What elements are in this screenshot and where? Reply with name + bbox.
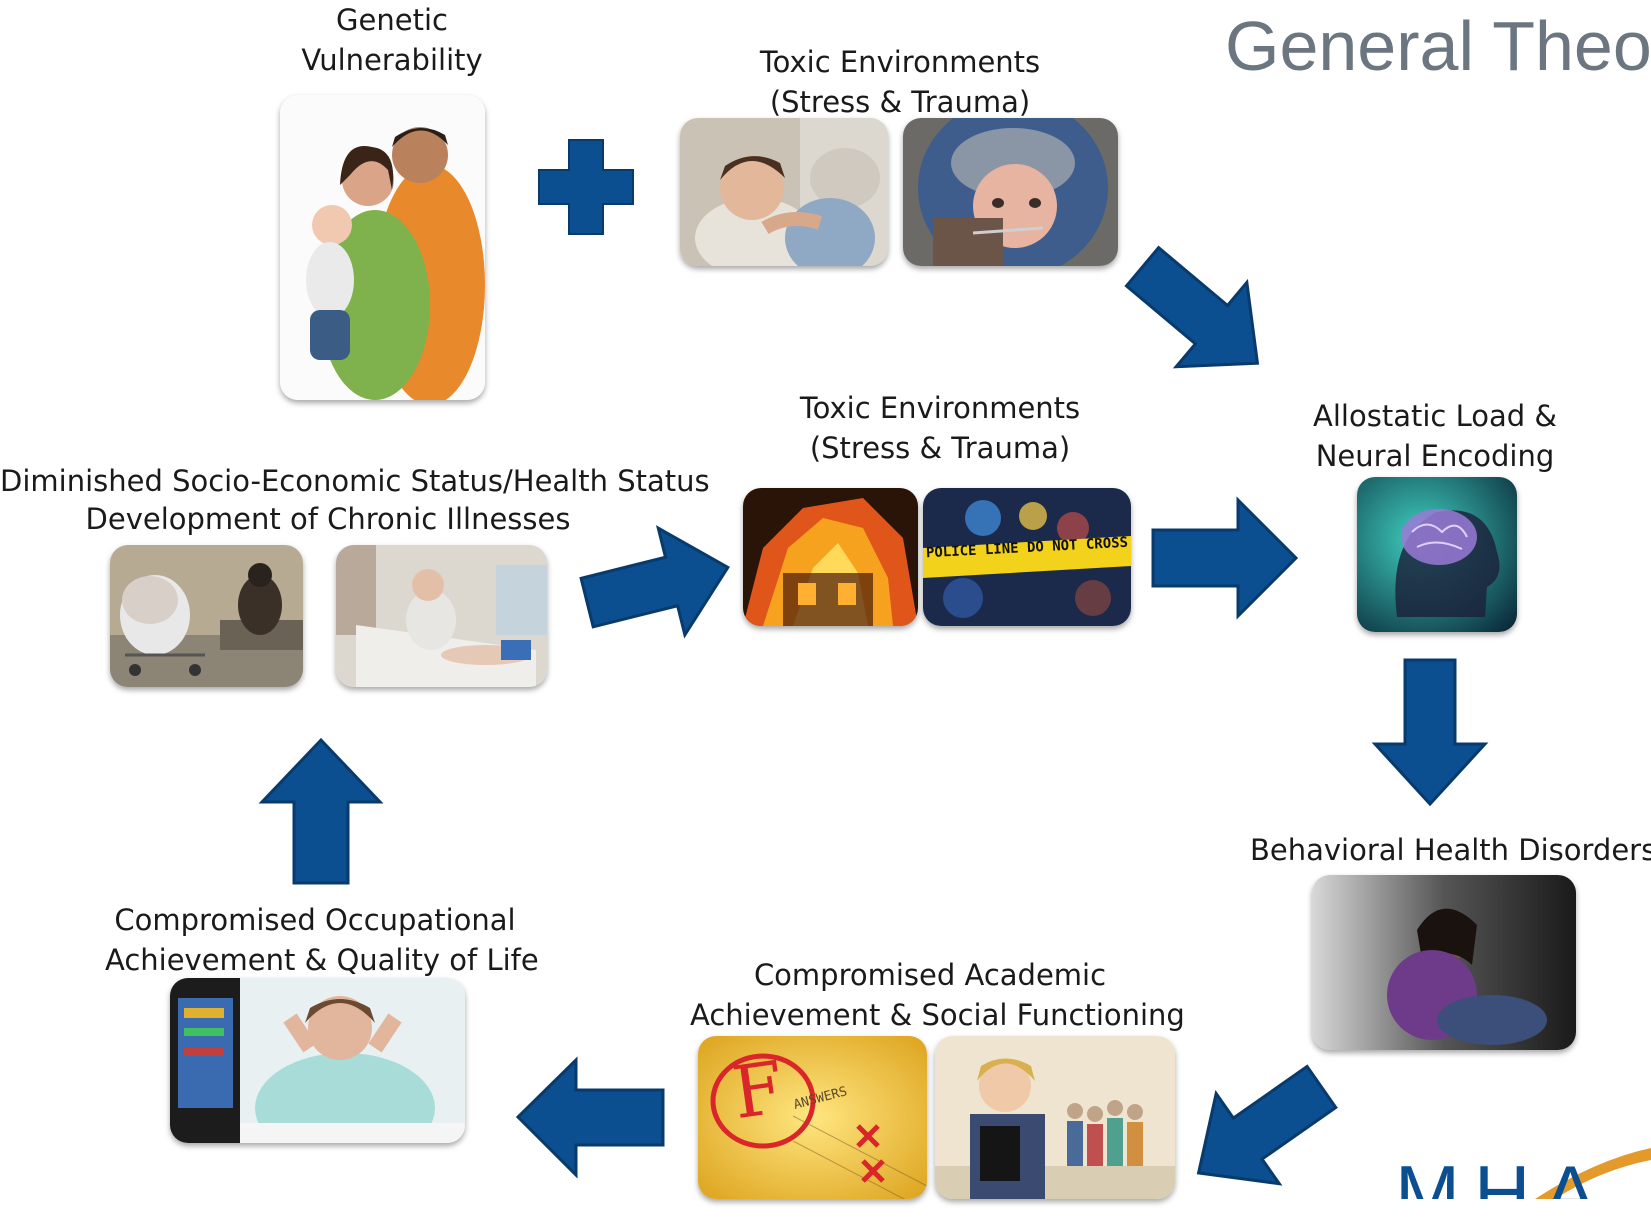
failed-test-photo: F ANSWERS (698, 1036, 927, 1199)
logo-text: MHA (1395, 1149, 1611, 1199)
family-photo (280, 95, 485, 400)
label-toxic-environments-middle: Toxic Environments (Stress & Trauma) (799, 391, 1081, 465)
page-title: General Theo (1225, 7, 1651, 85)
label-compromised-occupational: Compromised Occupational Achievement & Q… (105, 903, 539, 977)
behavioral-health-photo (1312, 875, 1576, 1050)
arrow-toxic-top-to-allostatic (1107, 225, 1293, 406)
arrow-academic-to-occupational (515, 1056, 665, 1179)
label-diminished-status: Diminished Socio-Economic Status/Health … (0, 464, 710, 536)
police-tape-photo: POLICE LINE DO NOT CROSS (923, 488, 1131, 626)
label-behavioral-health: Behavioral Health Disorders (1250, 833, 1651, 867)
occupational-photo (170, 978, 465, 1143)
arrow-allostatic-to-behavioral (1371, 658, 1489, 807)
plus-icon (538, 139, 634, 235)
logo: MHA (1385, 1140, 1651, 1199)
arrow-occupational-to-diminished (258, 737, 384, 885)
hospital-photo (336, 545, 547, 687)
arrow-diminished-to-toxic-mid (574, 514, 741, 656)
burning-house-photo (743, 488, 918, 626)
label-allostatic-load: Allostatic Load & Neural Encoding (1313, 399, 1557, 473)
toxic-photo-boy-and-man (680, 118, 888, 266)
homeless-photo (110, 545, 303, 687)
arrow-behavioral-to-academic (1167, 1042, 1353, 1218)
arrow-toxic-mid-to-allostatic (1151, 496, 1299, 620)
brain-head-photo (1357, 477, 1517, 632)
toxic-photo-child (903, 118, 1118, 266)
label-toxic-environments-top: Toxic Environments (Stress & Trauma) (759, 45, 1041, 119)
social-functioning-photo (935, 1036, 1175, 1199)
label-genetic-vulnerability: Genetic Vulnerability (301, 3, 483, 77)
label-compromised-academic: Compromised Academic Achievement & Socia… (690, 958, 1185, 1032)
